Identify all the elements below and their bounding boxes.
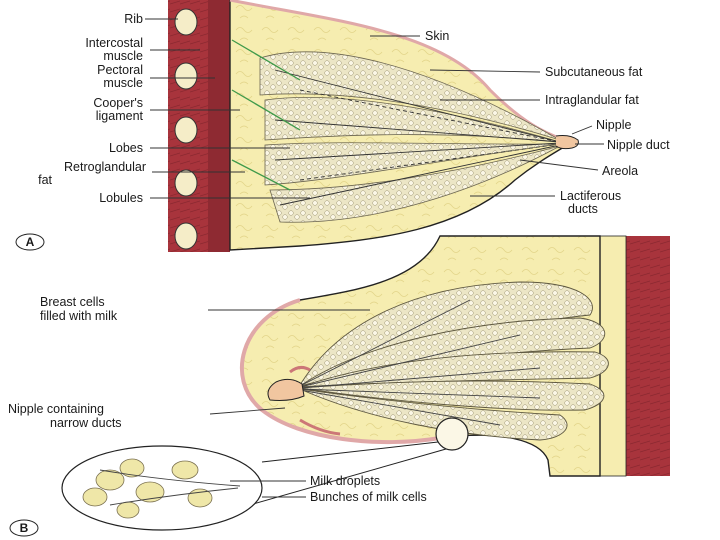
chest-wall-b	[626, 236, 670, 476]
label-lactiferous: Lactiferous	[560, 189, 621, 203]
panel-b: Breast cells filled with milk Nipple con…	[8, 236, 670, 536]
label-retroglandular: Retroglandular	[64, 160, 146, 174]
label-lobes: Lobes	[109, 141, 143, 155]
label-pectoral-2: muscle	[103, 76, 143, 90]
panel-tag-a: A	[16, 234, 44, 250]
label-retroglandular-2: fat	[38, 173, 52, 187]
label-nipple: Nipple	[596, 118, 631, 132]
magnified-source-circle	[436, 418, 468, 450]
label-nipple-duct: Nipple duct	[607, 138, 670, 152]
svg-text:B: B	[20, 521, 29, 535]
label-coopers: Cooper's	[93, 96, 143, 110]
pectoral-muscle	[208, 0, 230, 252]
label-intraglandular-fat: Intraglandular fat	[545, 93, 639, 107]
label-milk-droplets: Milk droplets	[310, 474, 380, 488]
magnified-milk-cells	[62, 446, 262, 530]
label-areola: Areola	[602, 164, 638, 178]
label-subcutaneous-fat: Subcutaneous fat	[545, 65, 643, 79]
label-lobules: Lobules	[99, 191, 143, 205]
svg-text:A: A	[26, 235, 35, 249]
label-intercostal: Intercostal	[85, 36, 143, 50]
label-nipple-containing: Nipple containing	[8, 402, 104, 416]
label-nipple-containing-2: narrow ducts	[50, 416, 122, 430]
panel-a: Rib Intercostal muscle Pectoral muscle C…	[16, 0, 670, 252]
label-bunches-milk-cells: Bunches of milk cells	[310, 490, 427, 504]
label-lactiferous-2: ducts	[568, 202, 598, 216]
label-rib: Rib	[124, 12, 143, 26]
label-breast-cells: Breast cells	[40, 295, 105, 309]
label-pectoral: Pectoral	[97, 63, 143, 77]
panel-tag-b: B	[10, 520, 38, 536]
label-breast-cells-2: filled with milk	[40, 309, 118, 323]
label-skin: Skin	[425, 29, 449, 43]
label-coopers-2: ligament	[96, 109, 144, 123]
labels-a-left: Rib Intercostal muscle Pectoral muscle C…	[38, 12, 146, 205]
nipple-a	[556, 136, 578, 149]
label-intercostal-2: muscle	[103, 49, 143, 63]
